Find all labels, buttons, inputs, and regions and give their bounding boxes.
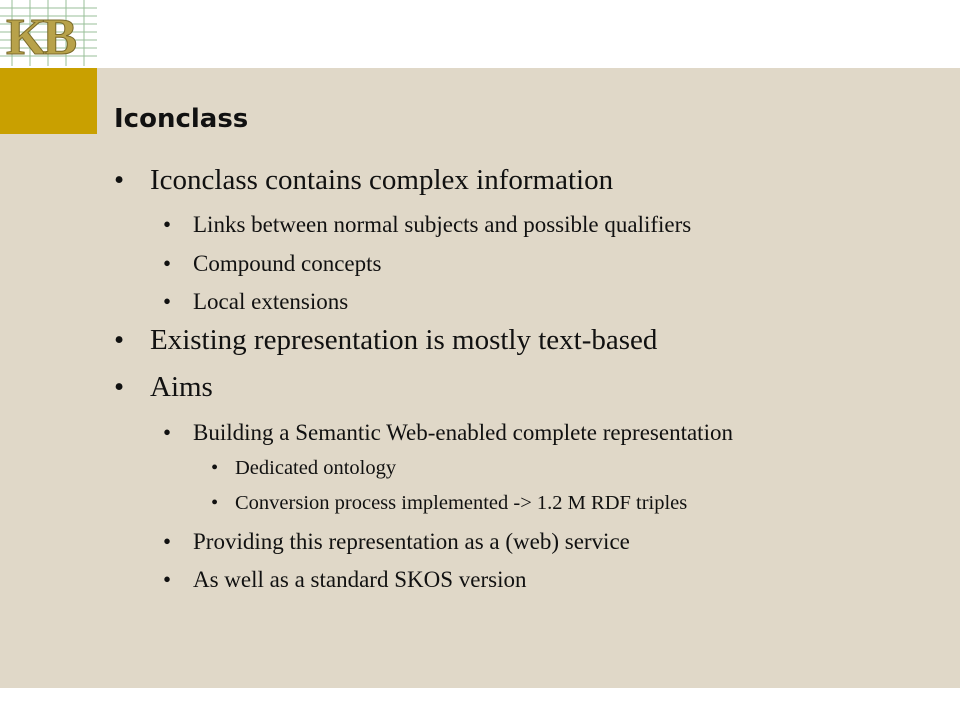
slide-title: Iconclass xyxy=(114,104,249,134)
bullet-text: Building a Semantic Web-enabled complete… xyxy=(193,420,733,445)
bullet-level-1: • Existing representation is mostly text-… xyxy=(114,324,658,357)
bullet-text: Providing this representation as a (web)… xyxy=(193,529,630,554)
bullet-text: Dedicated ontology xyxy=(235,457,397,479)
kb-logo-text: KB xyxy=(6,9,76,66)
content-panel xyxy=(0,68,960,688)
bullet-text: As well as a standard SKOS version xyxy=(193,567,527,592)
bullet-text: Iconclass contains complex information xyxy=(150,164,614,196)
bullet-dot-icon: • xyxy=(163,529,172,554)
bullet-dot-icon: • xyxy=(114,371,125,403)
bullet-level-2: • Links between normal subjects and possi… xyxy=(163,212,692,238)
bullet-level-2: • Building a Semantic Web-enabled complet… xyxy=(163,420,733,446)
kb-logo: KB xyxy=(0,0,97,67)
bullet-text: Local extensions xyxy=(193,289,349,314)
accent-square xyxy=(0,68,97,134)
bullet-dot-icon: • xyxy=(163,420,172,445)
bullet-text: Conversion process implemented -> 1.2 M … xyxy=(235,492,688,514)
bullet-dot-icon: • xyxy=(163,567,172,592)
bullet-level-1: • Iconclass contains complex information xyxy=(114,164,614,197)
bullet-text: Aims xyxy=(150,371,213,403)
bullet-dot-icon: • xyxy=(211,492,219,514)
bullet-dot-icon: • xyxy=(114,324,125,356)
bullet-level-3: • Conversion process implemented -> 1.2 M… xyxy=(211,492,688,515)
kb-logo-icon: KB xyxy=(0,0,97,67)
bullet-dot-icon: • xyxy=(163,212,172,237)
bullet-text: Links between normal subjects and possib… xyxy=(193,212,692,237)
bullet-dot-icon: • xyxy=(211,457,219,479)
bullet-level-2: • Compound concepts xyxy=(163,251,382,277)
bullet-level-2: • As well as a standard SKOS version xyxy=(163,567,527,593)
bullet-level-2: • Local extensions xyxy=(163,289,349,315)
footer-band xyxy=(0,688,960,720)
bullet-dot-icon: • xyxy=(114,164,125,196)
bullet-level-1: • Aims xyxy=(114,371,213,404)
header-band xyxy=(0,0,960,68)
bullet-dot-icon: • xyxy=(163,289,172,314)
bullet-text: Existing representation is mostly text-b… xyxy=(150,324,658,356)
bullet-dot-icon: • xyxy=(163,251,172,276)
bullet-level-2: • Providing this representation as a (web… xyxy=(163,529,630,555)
bullet-text: Compound concepts xyxy=(193,251,382,276)
bullet-level-3: • Dedicated ontology xyxy=(211,457,397,480)
